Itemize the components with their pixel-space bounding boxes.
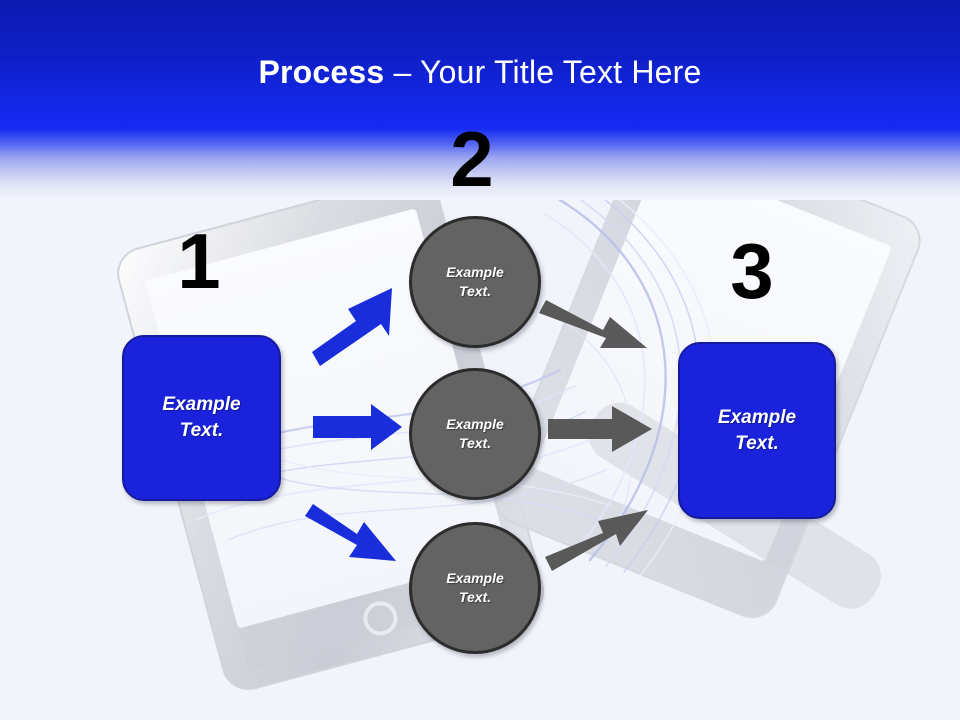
process-circle-middle[interactable]: Example Text. <box>409 368 541 500</box>
arrow-circle-top-to-box3-icon <box>539 300 647 348</box>
step-number-2: 2 <box>450 115 494 203</box>
arrow-box1-to-circle-bottom-icon <box>305 504 396 561</box>
arrow-circle-bottom-to-box3-icon <box>545 510 648 571</box>
process-box-1[interactable]: Example Text. <box>122 335 281 501</box>
process-circle-top-label: Example Text. <box>446 264 504 299</box>
page-title-bold: Process <box>258 54 385 90</box>
process-circle-top[interactable]: Example Text. <box>409 216 541 348</box>
process-circle-bottom[interactable]: Example Text. <box>409 522 541 654</box>
process-circle-bottom-label: Example Text. <box>446 570 504 605</box>
page-title-separator: – <box>384 54 421 90</box>
step-number-1: 1 <box>177 217 221 305</box>
arrow-box1-to-circle-middle-icon <box>313 404 402 450</box>
arrow-box1-to-circle-top-icon <box>312 288 392 366</box>
page-title-rest: Your Title Text Here <box>420 54 702 90</box>
process-box-1-label: Example Text. <box>162 394 241 441</box>
step-number-3: 3 <box>730 227 774 315</box>
arrow-circle-middle-to-box3-icon <box>548 406 652 452</box>
process-box-3-label: Example Text. <box>717 406 797 454</box>
header-band <box>0 0 960 200</box>
page-title: Process – Your Title Text Here <box>0 52 960 92</box>
process-box-3[interactable]: Example Text. <box>678 342 836 519</box>
process-circle-middle-label: Example Text. <box>446 416 504 451</box>
